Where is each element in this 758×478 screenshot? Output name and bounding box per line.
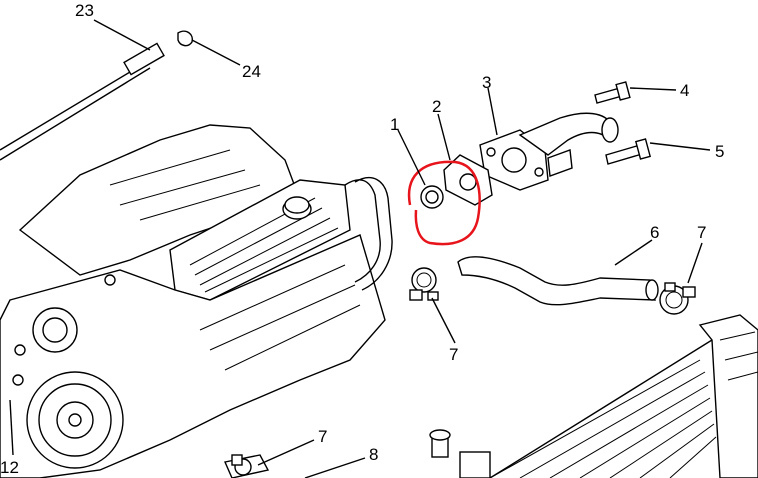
part-23-24-rod	[93, 19, 241, 66]
part-3-water-pipe	[479, 112, 619, 191]
radiator	[429, 314, 758, 478]
callout-24: 24	[242, 62, 261, 81]
bolt-4	[594, 81, 677, 104]
callout-5: 5	[715, 142, 724, 161]
engine-block	[0, 42, 393, 478]
callout-23: 23	[75, 1, 94, 20]
clamp-7-bottom	[231, 454, 252, 476]
part-6-hose	[457, 256, 659, 306]
callout-7-bottom: 7	[318, 427, 327, 446]
callout-7-right: 7	[697, 223, 706, 242]
bolt-5	[605, 138, 711, 165]
callout-6: 6	[650, 223, 659, 242]
highlight-marker	[407, 160, 481, 246]
leader-lines	[9, 87, 703, 478]
clamp-7-right	[659, 282, 696, 315]
callout-3: 3	[482, 73, 491, 92]
callout-4: 4	[680, 81, 689, 100]
clamp-7-left	[409, 267, 439, 301]
callout-7-left: 7	[449, 345, 458, 364]
callout-8: 8	[369, 445, 378, 464]
callout-12: 12	[0, 458, 19, 477]
callout-1: 1	[390, 115, 399, 134]
part-1-thermostat	[420, 185, 444, 209]
callout-2: 2	[432, 97, 441, 116]
